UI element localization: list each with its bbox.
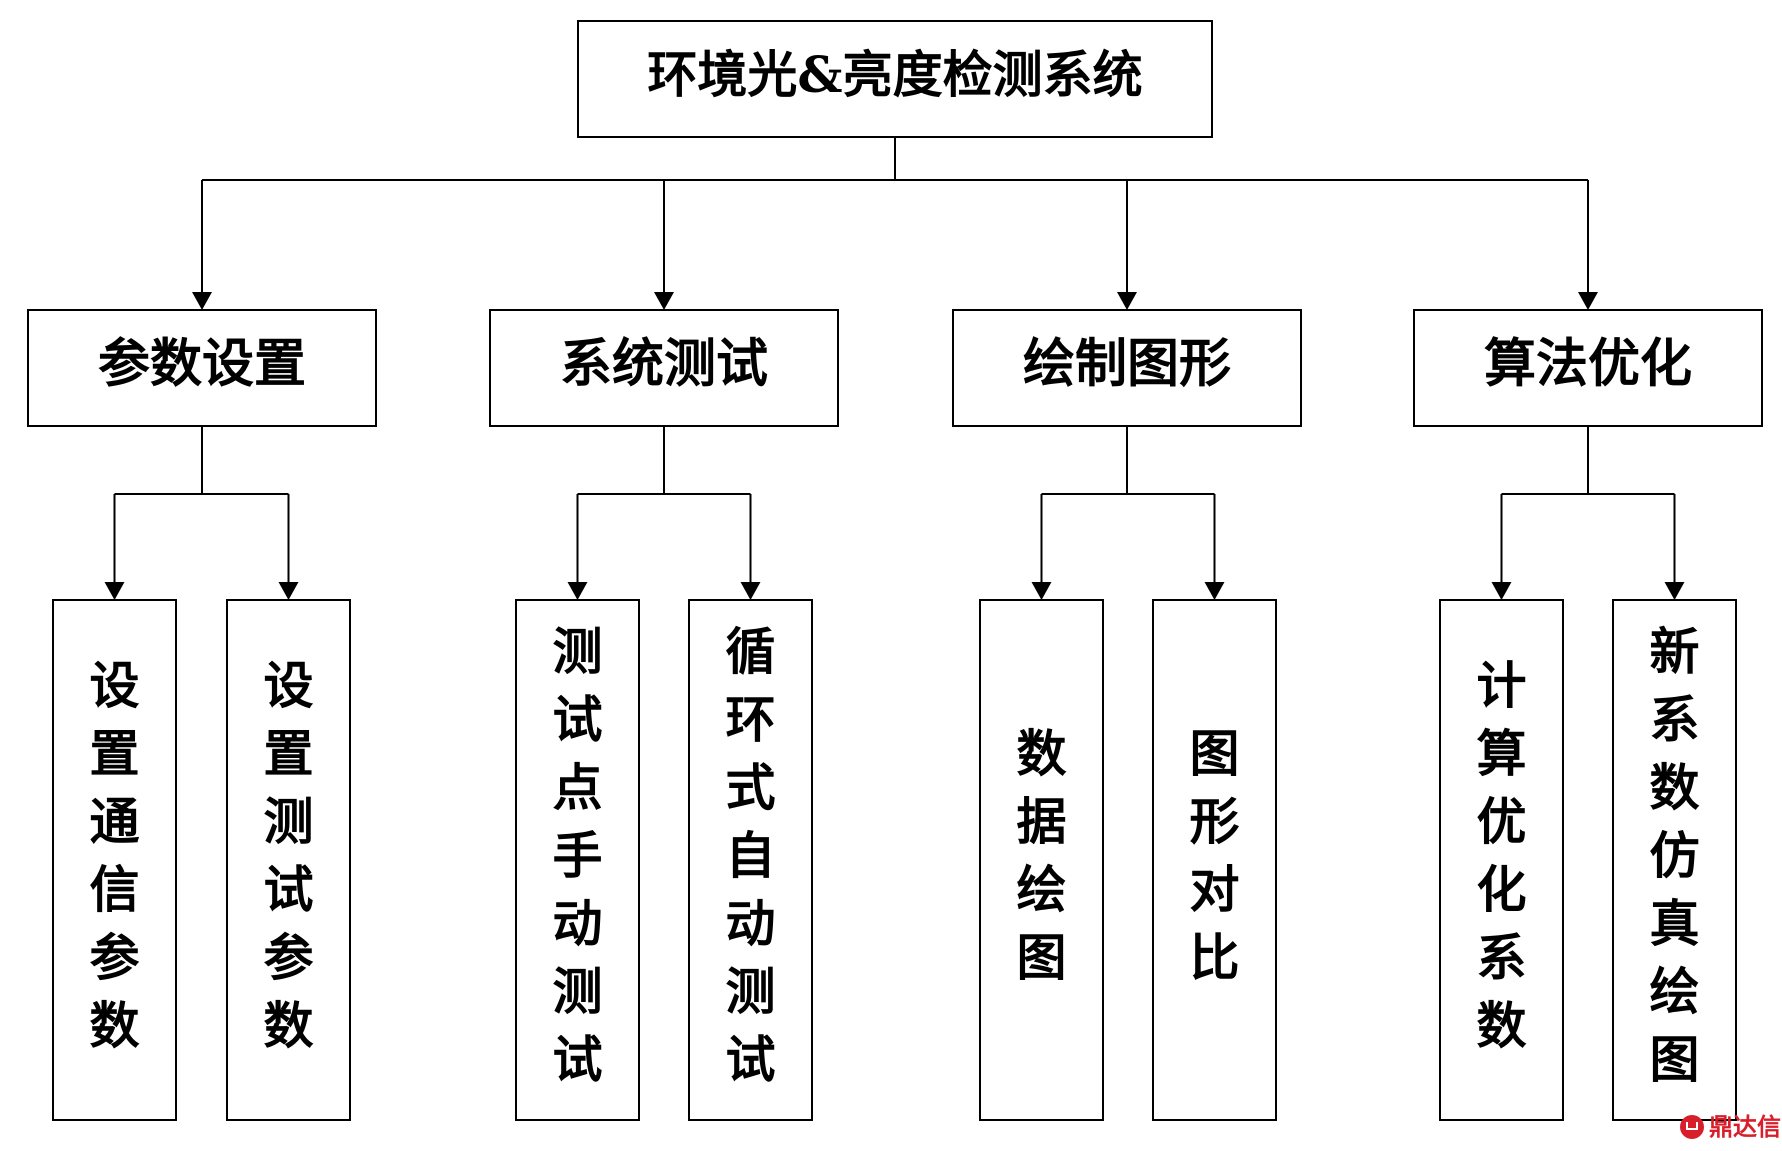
category-1-item-1-arrow [740,582,761,600]
category-3-item-0-label: 计算优化系数 [1477,656,1527,1055]
category-2-box [952,309,1302,427]
category-0-arrow [192,292,212,310]
category-2-item-1-box [1152,599,1277,1121]
category-0-label: 参数设置 [98,334,306,395]
category-0-item-1-arrow [278,582,299,600]
category-0-item-0-box [52,599,177,1121]
category-3-item-1-box [1612,599,1737,1121]
category-1-arrow [654,292,674,310]
category-2-label: 绘制图形 [1023,334,1231,395]
category-0-item-0-arrow [104,582,125,600]
category-1-item-1-box [688,599,813,1121]
category-2-item-0-arrow [1031,582,1052,600]
category-2-item-0-box [979,599,1104,1121]
category-0-item-1-label: 设置测试参数 [264,656,314,1055]
category-3-label: 算法优化 [1484,334,1692,395]
category-1-item-0-label: 测试点手动测试 [553,622,603,1089]
category-1-box [489,309,839,427]
category-3-item-1-arrow [1664,582,1685,600]
category-1-item-0-box [515,599,640,1121]
watermark-text: 鼎达信 [1709,1113,1781,1141]
root-box [577,20,1213,138]
category-1-label: 系统测试 [560,334,768,395]
category-3-arrow [1578,292,1598,310]
category-3-box [1413,309,1763,427]
category-2-item-1-label: 图形对比 [1190,724,1240,987]
watermark-logo-icon [1680,1115,1704,1139]
watermark: 鼎达信 [1680,1112,1781,1144]
category-2-arrow [1117,292,1137,310]
category-1-item-1-label: 循环式自动测试 [726,622,776,1089]
category-1-item-0-arrow [567,582,588,600]
category-0-item-1-box [226,599,351,1121]
category-3-item-0-box [1439,599,1564,1121]
category-2-item-1-arrow [1204,582,1225,600]
category-0-item-0-label: 设置通信参数 [90,656,140,1055]
category-2-item-0-label: 数据绘图 [1017,724,1067,987]
root-title: 环境光&亮度检测系统 [647,45,1142,104]
category-3-item-0-arrow [1491,582,1512,600]
category-3-item-1-label: 新系数仿真绘图 [1650,622,1700,1089]
connector-lines [104,137,1685,600]
category-0-box [27,309,377,427]
